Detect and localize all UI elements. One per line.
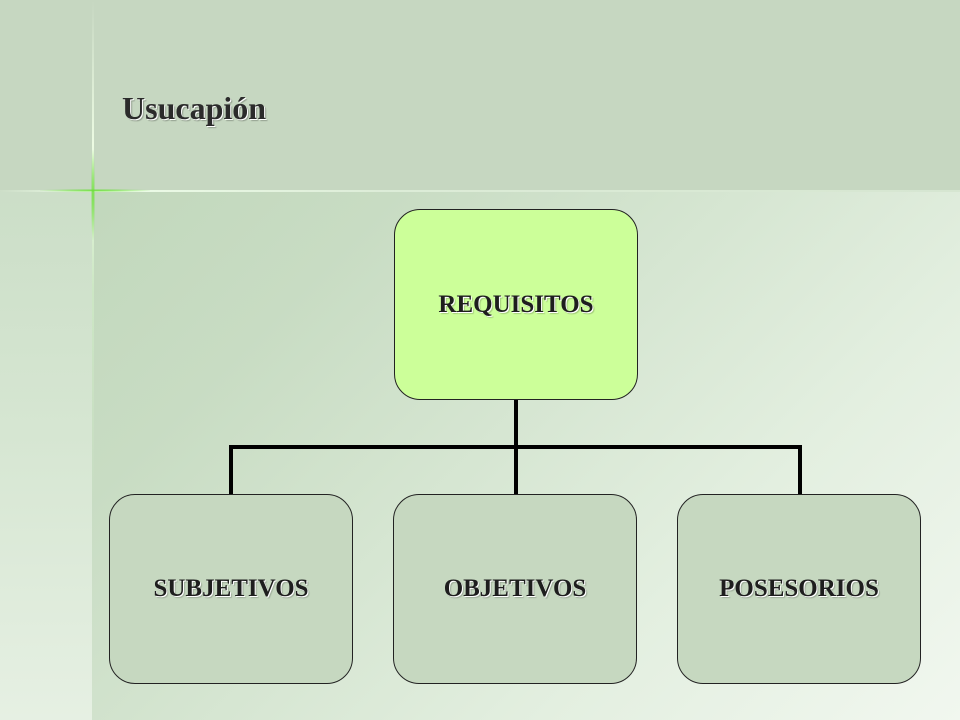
node-label: SUBJETIVOS	[153, 575, 309, 602]
node-label: OBJETIVOS	[443, 575, 587, 602]
page-title: Usucapión	[122, 90, 267, 126]
node-objetivos[interactable]: OBJETIVOS	[393, 494, 637, 684]
node-label: REQUISITOS	[438, 290, 594, 318]
sparkle-icon-vertical	[91, 150, 95, 240]
node-subjetivos[interactable]: SUBJETIVOS	[109, 494, 353, 684]
slide-title-band	[0, 0, 960, 192]
decorative-vertical-line	[92, 0, 94, 720]
sparkle-icon-horizontal	[40, 189, 150, 192]
decorative-horizontal-line	[0, 190, 960, 192]
node-requisitos[interactable]: REQUISITOS	[394, 209, 638, 400]
node-label: POSESORIOS	[719, 575, 879, 602]
node-posesorios[interactable]: POSESORIOS	[677, 494, 921, 684]
